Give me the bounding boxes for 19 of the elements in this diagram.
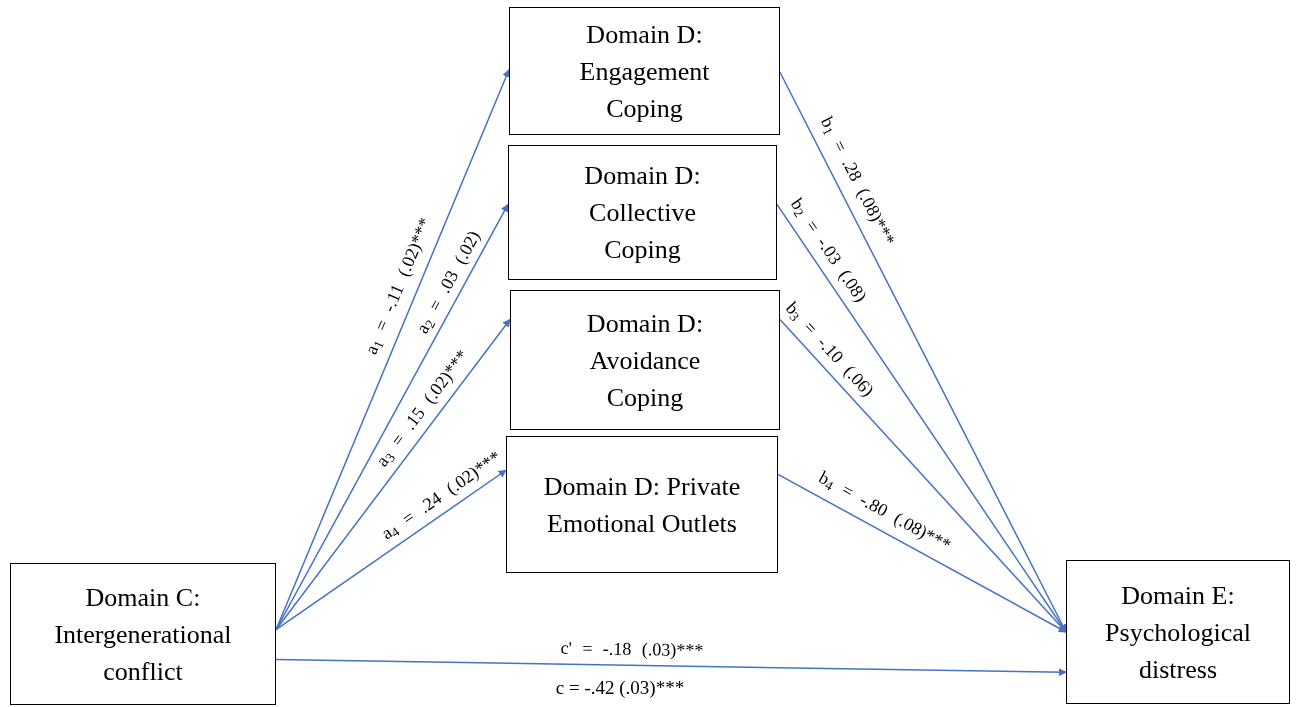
- variable-name: Domain D: Collective Coping: [583, 160, 702, 266]
- arrow: [777, 473, 1067, 633]
- path-coefficient: c = -.42 (.03)***: [555, 677, 685, 699]
- variable-box: [10, 563, 276, 705]
- variable-name: Domain D: Private Emotional Outlets: [542, 470, 742, 540]
- arrow: [275, 658, 1067, 677]
- variable-box: [506, 436, 778, 573]
- variable-name: Domain D: Avoidance Coping: [585, 307, 705, 414]
- variable-box: [1066, 560, 1290, 704]
- edge-label: c' = -.18 (.03)***: [560, 638, 704, 661]
- variable-name: Domain D: Engagement Coping: [578, 18, 711, 125]
- variable-name: Domain E: Psychological distress: [1104, 579, 1252, 686]
- arrow: [275, 318, 511, 631]
- arrow: [779, 318, 1067, 633]
- variable-name: Domain C: Intergenerational conflict: [53, 581, 233, 688]
- variable-box: [509, 7, 780, 135]
- variable-box: [510, 290, 780, 430]
- arrow: [275, 469, 507, 631]
- variable-box: [508, 145, 777, 280]
